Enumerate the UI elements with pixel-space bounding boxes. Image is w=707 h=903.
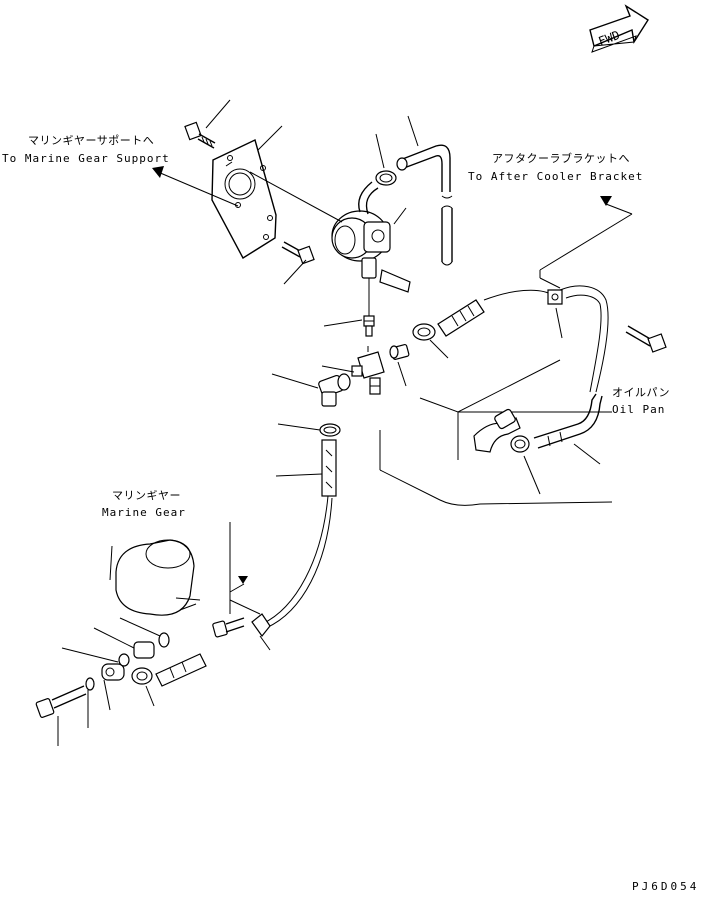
hose-marine-gear	[155, 653, 207, 687]
bolt-bracket-lower	[281, 241, 315, 265]
bolt-right	[625, 325, 667, 353]
marine-gear-support-label-en: To Marine Gear Support	[2, 152, 170, 165]
clamp-marine-gear	[131, 667, 153, 685]
banjo-elbow	[318, 373, 351, 407]
marine-gear-label-en: Marine Gear	[102, 506, 186, 519]
marine-gear-label-jp: マリンギヤー	[112, 489, 181, 502]
breather-hose	[396, 144, 453, 266]
washer-1	[118, 653, 130, 667]
after-cooler-label-en: To After Cooler Bracket	[468, 170, 644, 183]
adapter-fitting	[389, 343, 410, 361]
hose-vertical	[321, 439, 337, 497]
clamp-valve-top	[375, 170, 397, 186]
oil-pan-label-jp: オイルパン	[612, 386, 671, 399]
spacer	[133, 641, 155, 659]
eye-joint	[101, 663, 125, 681]
after-cooler-label-jp: アフタクーラブラケットへ	[492, 152, 630, 165]
oil-pan-label-en: Oil Pan	[612, 403, 666, 416]
pipe-clip	[547, 289, 563, 305]
bolt-long	[35, 685, 87, 718]
hose-after-cooler	[437, 299, 485, 337]
tee-block	[351, 346, 385, 395]
fwd-arrow: FWD	[589, 4, 649, 53]
fwd-arrow-label: FWD	[597, 28, 622, 49]
washer-3	[85, 677, 95, 691]
drawing-code: PJ6D054	[632, 880, 700, 893]
clamp-lower	[319, 423, 341, 437]
oil-pan-hose	[473, 393, 603, 453]
connector-fitting	[363, 315, 375, 337]
marine-gear	[115, 539, 201, 616]
clamp-mid	[412, 323, 436, 341]
oil-pan	[379, 359, 613, 506]
mounting-bracket	[211, 139, 277, 259]
marine-gear-support-label-jp: マリンギヤーサポートへ	[28, 134, 155, 147]
leader-lines	[57, 99, 601, 746]
washer-2	[158, 632, 170, 648]
cock-valve	[331, 181, 411, 293]
bolt-marine-gear	[212, 617, 245, 638]
bolt-top	[184, 121, 216, 149]
elbow-fitting	[251, 613, 271, 637]
